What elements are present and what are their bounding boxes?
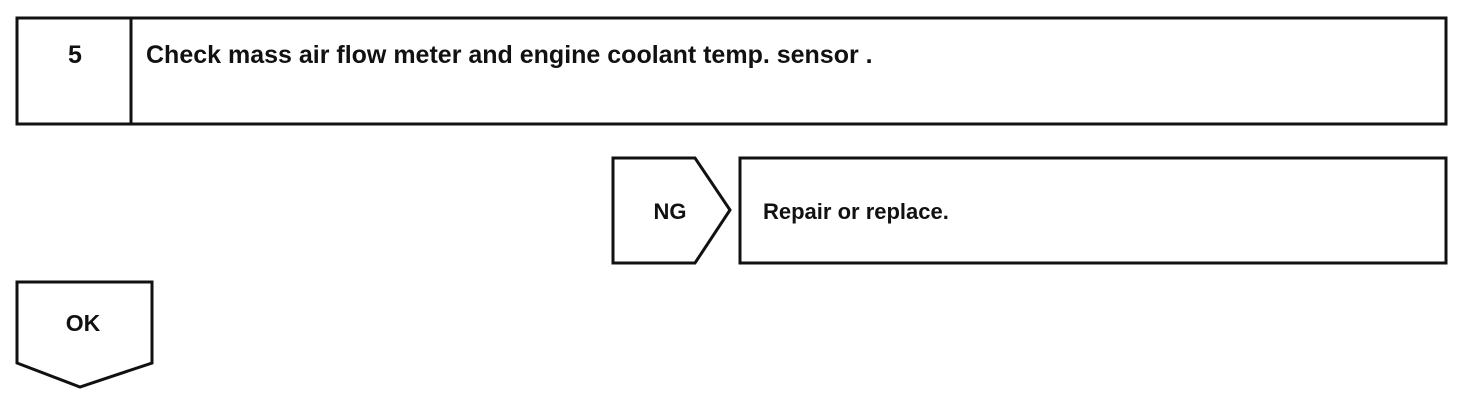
ng-action-text: Repair or replace. [763,199,949,224]
step-number: 5 [68,41,82,69]
ng-label: NG [654,199,687,224]
step-box: 5 Check mass air flow meter and engine c… [15,16,1448,126]
ok-label: OK [66,310,101,336]
ng-action-box [738,156,1448,265]
ok-branch: OK [15,280,154,389]
ng-arrow-tag [611,156,732,265]
step-title: Check mass air flow meter and engine coo… [146,41,873,69]
ng-branch: NG Repair or replace. [611,156,1448,265]
ok-arrow-tag [15,280,154,389]
step-box-frame [15,16,1448,126]
